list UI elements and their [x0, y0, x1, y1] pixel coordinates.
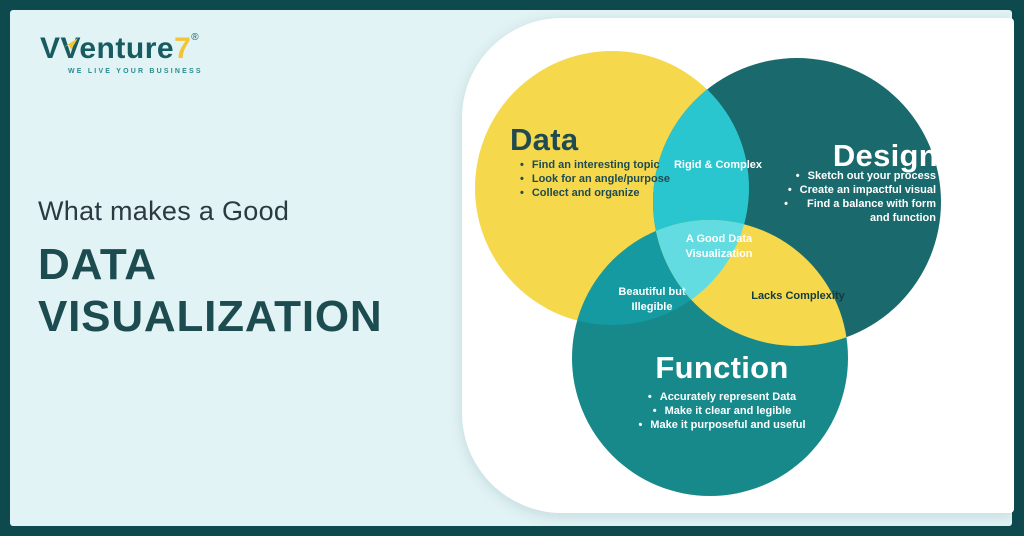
list-item: Create an impactful visual: [751, 184, 936, 198]
logo-letter-v: V: [40, 32, 61, 65]
bullet-icon: [520, 187, 524, 201]
venn-overlap-design-function: [653, 220, 848, 346]
bullet-icon: [796, 170, 800, 184]
title-intro: What makes a Good: [38, 196, 290, 226]
list-item: Find a balance with form and function: [751, 198, 936, 225]
list-item: Look for an angle/purpose: [520, 173, 690, 187]
page-title: What makes a Good DATA VISUALIZATION: [38, 196, 382, 343]
set-list-data: Find an interesting topic Look for an an…: [520, 159, 690, 201]
left-panel: VVentureenture7® WE LIVE YOUR BUSINESS W…: [10, 10, 462, 526]
logo-wordmark: VVentureenture7®: [40, 32, 203, 66]
set-list-design: Sketch out your process Create an impact…: [751, 170, 936, 226]
set-heading-function: Function: [655, 350, 789, 385]
set-heading-design: Design: [832, 138, 938, 173]
registered-mark: ®: [191, 32, 200, 43]
overlap-label-good-data-visualization: A Good Data Visualization: [685, 233, 753, 260]
title-line-data: DATA: [38, 240, 157, 289]
bullet-icon: [653, 405, 657, 419]
logo-tagline: WE LIVE YOUR BUSINESS: [68, 68, 203, 75]
list-item: Sketch out your process: [751, 170, 936, 184]
brand-logo: VVentureenture7® WE LIVE YOUR BUSINESS: [40, 32, 203, 75]
list-item: Accurately represent Data: [572, 391, 872, 405]
list-item: Collect and organize: [520, 187, 690, 201]
venn-diagram: [475, 51, 941, 496]
bullet-icon: [784, 198, 788, 225]
bullet-icon: [638, 419, 642, 433]
bullet-icon: [520, 159, 524, 173]
venn-panel: Data Find an interesting topic Look for …: [462, 18, 1014, 513]
bullet-icon: [648, 391, 652, 405]
set-heading-data: Data: [510, 122, 579, 157]
logo-seven: 7: [174, 32, 192, 65]
title-line-visualization: VISUALIZATION: [38, 292, 383, 341]
overlap-label-rigid-complex: Rigid & Complex: [673, 159, 762, 171]
logo-name: Venture: [60, 32, 175, 65]
set-list-function: Accurately represent Data Make it clear …: [572, 391, 872, 433]
bullet-icon: [788, 184, 792, 198]
list-item: Make it purposeful and useful: [572, 419, 872, 433]
paper-plane-icon: [64, 24, 78, 58]
title-main: DATA VISUALIZATION: [38, 239, 382, 343]
list-item: Find an interesting topic: [520, 159, 690, 173]
list-item: Make it clear and legible: [572, 405, 872, 419]
overlap-label-beautiful-illegible: Beautiful but Illegible: [618, 286, 686, 313]
venn-overlap-center: [653, 220, 749, 325]
bullet-icon: [520, 173, 524, 187]
overlap-label-lacks-complexity: Lacks Complexity: [751, 290, 845, 302]
